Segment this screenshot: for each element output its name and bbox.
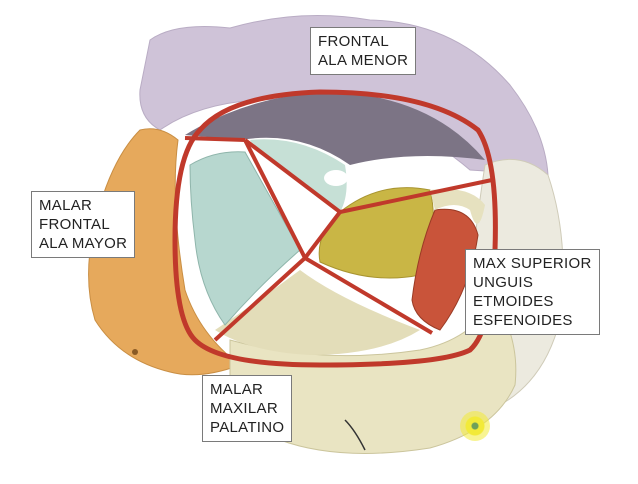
orbital-fissure	[250, 143, 340, 258]
label-malar-frontal-ala-mayor: MALAR FRONTAL ALA MAYOR	[31, 191, 136, 258]
label-line: MALAR	[39, 197, 93, 214]
label-line: MALAR	[210, 381, 264, 398]
label-line: ALA MENOR	[318, 52, 409, 69]
label-line: ALA MAYOR	[39, 235, 128, 252]
label-line: FRONTAL	[39, 216, 110, 233]
label-line: MAXILAR	[210, 400, 278, 417]
division-lines	[184, 136, 493, 342]
optic-foramen	[324, 170, 348, 186]
label-line: MAX SUPERIOR	[473, 255, 592, 272]
label-line: PALATINO	[210, 419, 285, 436]
label-line: ETMOIDES	[473, 293, 554, 310]
sphenoid-bone	[189, 151, 301, 326]
cursor-highlight-icon	[460, 411, 490, 441]
lacrimal-bone	[411, 208, 479, 331]
label-line: ESFENOIDES	[473, 312, 573, 329]
label-line: FRONTAL	[318, 33, 389, 50]
label-malar-maxilar-palatino: MALAR MAXILAR PALATINO	[202, 375, 293, 442]
orbit-roof	[185, 92, 485, 165]
label-frontal-ala-menor: FRONTAL ALA MENOR	[310, 27, 417, 75]
orbit-outline	[172, 89, 498, 368]
optic-region	[250, 139, 347, 212]
lamina-region	[430, 189, 485, 224]
orbit-floor	[215, 270, 420, 355]
label-max-superior-group: MAX SUPERIOR UNGUIS ETMOIDES ESFENOIDES	[465, 249, 600, 335]
foramen-dot	[132, 349, 138, 355]
infraorbital-groove	[344, 419, 366, 451]
label-line: UNGUIS	[473, 274, 534, 291]
